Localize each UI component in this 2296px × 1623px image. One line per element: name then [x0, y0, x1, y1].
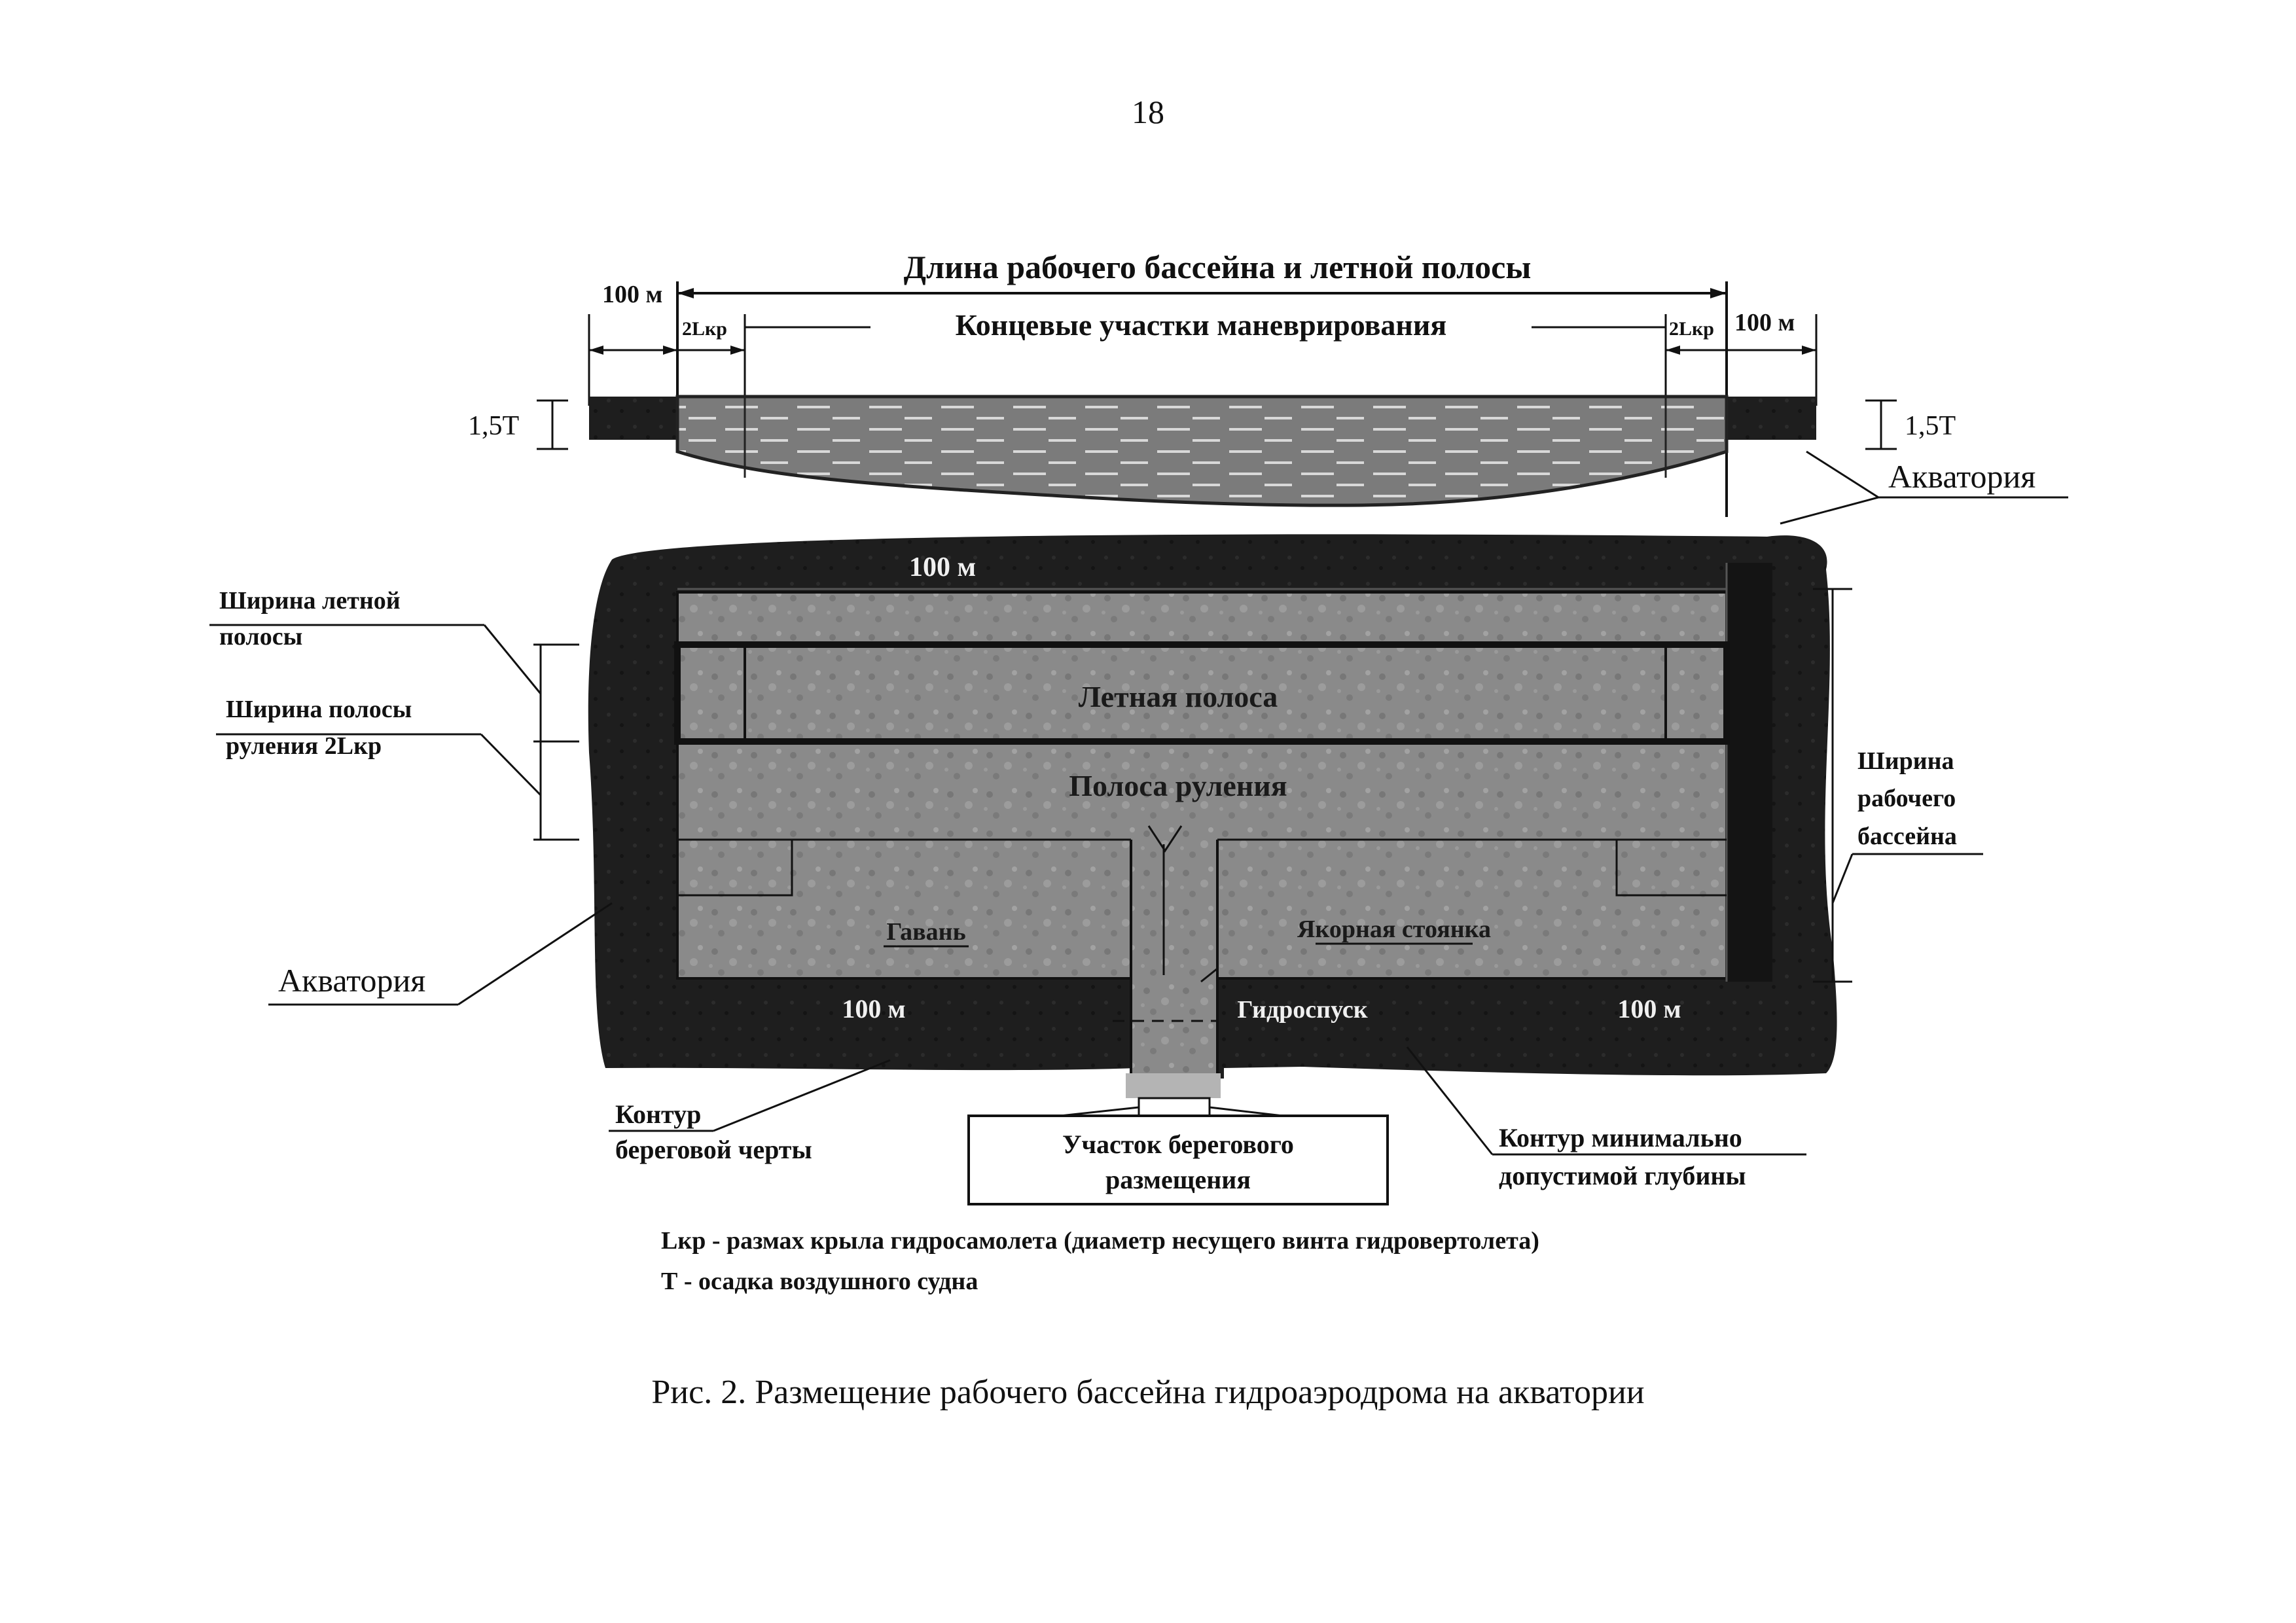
basin-width-line2: рабочего	[1857, 785, 1956, 812]
left-end-label: 2Lкр	[682, 318, 727, 340]
runway-width-line2: полосы	[219, 623, 302, 651]
shore-zone-line2: размещения	[1105, 1165, 1251, 1194]
legend-lkr: Lкр - размах крыла гидросамолета (диамет…	[661, 1227, 1539, 1255]
slipway-label: Гидроспуск	[1237, 996, 1367, 1024]
bottom-right-margin-label: 100 м	[1617, 994, 1681, 1024]
depth-right-label: 1,5Т	[1905, 411, 1956, 441]
harbor-label: Гавань	[886, 918, 965, 946]
top-margin-label: 100 м	[909, 552, 976, 582]
right-margin-label: 100 м	[1734, 309, 1795, 336]
section-water-area-label: Акватория	[1888, 458, 2036, 495]
shoreline-line1: Контур	[615, 1099, 701, 1129]
taxi-width-line1: Ширина полосы	[226, 696, 412, 723]
depth-left-label: 1,5Т	[468, 411, 519, 441]
length-title: Длина рабочего бассейна и летной полосы	[904, 249, 1532, 285]
taxi-width-line2: руления 2Lкр	[226, 732, 382, 760]
page-number: 18	[1132, 94, 1164, 130]
shoreline-line2: береговой черты	[615, 1135, 812, 1164]
basin-width-line3: бассейна	[1857, 823, 1957, 850]
runway-width-line1: Ширина летной	[219, 587, 401, 615]
min-depth-line1: Контур минимально	[1499, 1123, 1742, 1152]
anchorage-label: Якорная стоянка	[1297, 916, 1491, 943]
bottom-left-margin-label: 100 м	[842, 994, 905, 1024]
figure-caption: Рис. 2. Размещение рабочего бассейна гид…	[651, 1374, 1645, 1411]
basin-width-line1: Ширина	[1857, 747, 1954, 775]
left-margin-label: 100 м	[602, 281, 662, 308]
plan-view: 100 м Летная полоса Полоса руления Гаван…	[209, 534, 1983, 1205]
end-sections-label: Концевые участки маневрирования	[956, 308, 1447, 342]
cross-section: Длина рабочего бассейна и летной полосы …	[468, 249, 2068, 525]
right-end-label: 2Lкр	[1669, 318, 1714, 340]
min-depth-line2: допустимой глубины	[1499, 1161, 1746, 1190]
shore-zone-line1: Участок берегового	[1062, 1130, 1294, 1159]
plan-water-area-label: Акватория	[278, 962, 425, 999]
runway-label: Летная полоса	[1079, 680, 1278, 713]
legend-t: Т - осадка воздушного судна	[661, 1268, 978, 1295]
taxiway-label: Полоса руления	[1069, 769, 1287, 802]
